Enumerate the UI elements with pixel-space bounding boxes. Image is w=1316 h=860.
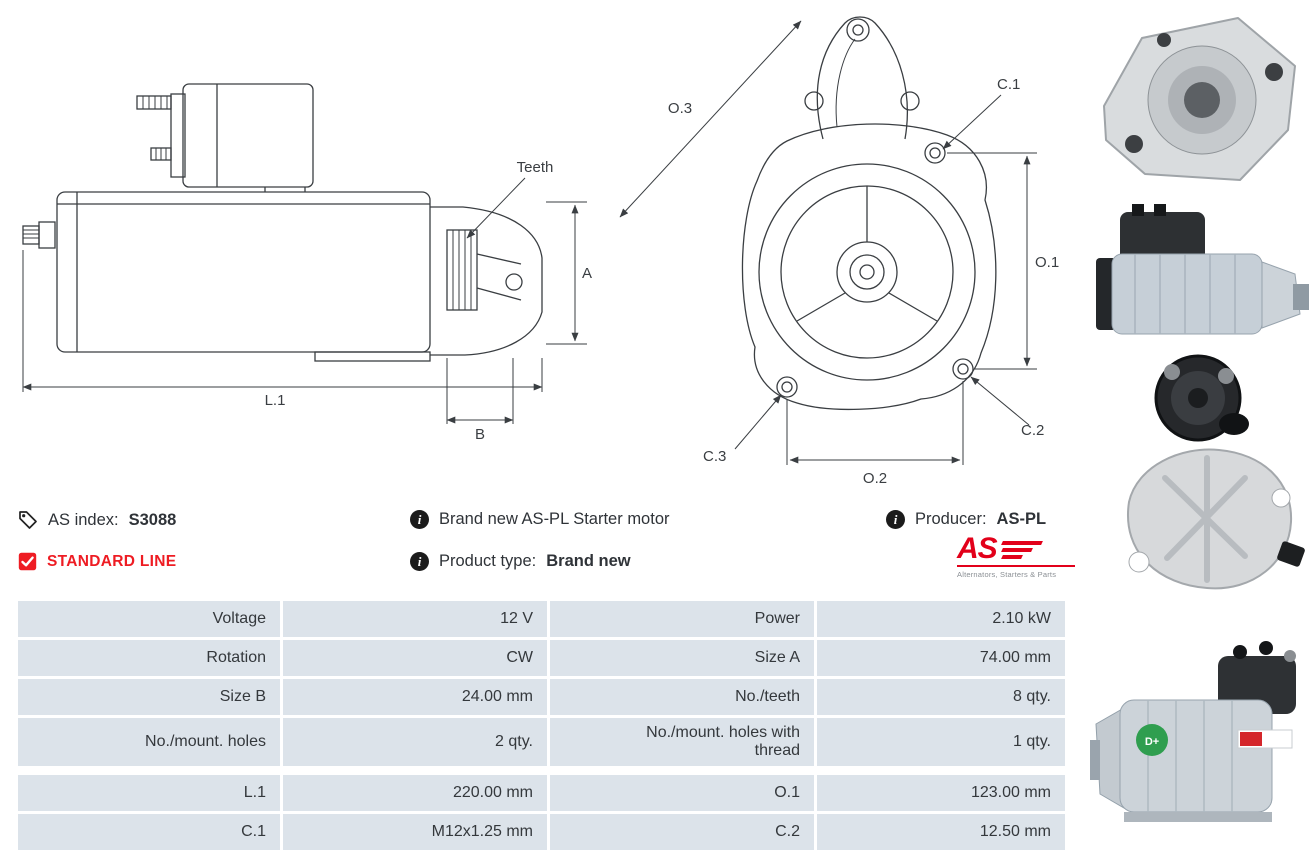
producer-row: i Producer: AS-PL xyxy=(886,510,1046,529)
product-type-label: Product type: xyxy=(439,552,537,570)
spec-value: 123.00 mm xyxy=(817,775,1065,811)
spec-label: Rotation xyxy=(18,640,280,676)
spec-label: No./mount. holes xyxy=(18,718,280,766)
dimension-label-o3: O.3 xyxy=(668,100,692,117)
spec-label: C.2 xyxy=(550,814,814,850)
spec-label: Voltage xyxy=(18,601,280,637)
logo-tagline: Alternators, Starters & Parts xyxy=(957,570,1057,579)
product-description: Brand new AS-PL Starter motor xyxy=(439,510,670,528)
dimension-label-l1: L.1 xyxy=(265,392,286,409)
as-index-value: S3088 xyxy=(128,510,177,529)
product-photo-front-view xyxy=(1103,17,1296,181)
dimension-label-c1: C.1 xyxy=(997,76,1020,93)
info-icon: i xyxy=(410,552,429,571)
dimension-label-o1: O.1 xyxy=(1035,254,1059,271)
spec-label: L.1 xyxy=(18,775,280,811)
spec-value: 12 V xyxy=(283,601,547,637)
product-type-value: Brand new xyxy=(546,552,631,570)
dimension-label-c2: C.2 xyxy=(1021,422,1044,439)
description-row: i Brand new AS-PL Starter motor xyxy=(410,510,670,529)
starter-side-outline xyxy=(22,83,543,362)
as-pl-logo-mark: AS xyxy=(957,532,1075,565)
tag-icon xyxy=(19,511,37,529)
spec-value: 12.50 mm xyxy=(817,814,1065,850)
side-dimension-lines xyxy=(22,177,587,424)
spec-value: 2.10 kW xyxy=(817,601,1065,637)
product-photo-solenoid xyxy=(1154,354,1249,442)
spec-label: Size B xyxy=(18,679,280,715)
starter-front-outline xyxy=(741,16,997,411)
logo-stripes xyxy=(1000,541,1043,559)
table-row: Rotation CW Size A 74.00 mm xyxy=(18,640,1065,676)
front-view-drawing: O.3 C.1 O.1 C.3 O.2 C.2 xyxy=(619,16,1059,487)
spec-label: C.1 xyxy=(18,814,280,850)
dimension-label-c3: C.3 xyxy=(703,448,726,465)
product-type-row: i Product type: Brand new xyxy=(410,552,631,571)
spec-label: No./mount. holes with thread xyxy=(550,718,814,766)
info-icon: i xyxy=(886,510,905,529)
dimension-label-b: B xyxy=(475,426,485,443)
logo-rule xyxy=(957,565,1075,567)
producer-label: Producer: xyxy=(915,510,987,528)
spec-table: Voltage 12 V Power 2.10 kW Rotation CW S… xyxy=(18,601,1065,850)
spec-value: 220.00 mm xyxy=(283,775,547,811)
spec-value: 74.00 mm xyxy=(817,640,1065,676)
photo-badge-dplus: D+ xyxy=(1145,736,1159,748)
spec-value: 1 qty. xyxy=(817,718,1065,766)
as-index-row: AS index: S3088 xyxy=(18,510,176,530)
dimension-label-a: A xyxy=(582,265,592,282)
as-index-label: AS index: xyxy=(48,510,119,529)
standard-line-row: STANDARD LINE xyxy=(18,552,176,571)
as-pl-logo: AS Alternators, Starters & Parts xyxy=(957,532,1075,579)
dimension-label-o2: O.2 xyxy=(863,470,887,487)
table-row: No./mount. holes 2 qty. No./mount. holes… xyxy=(18,718,1065,766)
spec-value: M12x1.25 mm xyxy=(283,814,547,850)
front-dimension-lines xyxy=(619,20,1037,465)
checkbox-checked-icon xyxy=(18,552,37,571)
dimension-label-teeth: Teeth xyxy=(517,159,554,176)
spec-value: 8 qty. xyxy=(817,679,1065,715)
spec-label: Size A xyxy=(550,640,814,676)
spec-label: O.1 xyxy=(550,775,814,811)
spec-label: No./teeth xyxy=(550,679,814,715)
spec-value: 2 qty. xyxy=(283,718,547,766)
product-photo-side-view-2: D+ xyxy=(1090,641,1296,822)
logo-as-text: AS xyxy=(957,532,998,565)
spec-value: CW xyxy=(283,640,547,676)
table-row: Voltage 12 V Power 2.10 kW xyxy=(18,601,1065,637)
product-photo-end-cover xyxy=(1126,448,1305,590)
spec-value: 24.00 mm xyxy=(283,679,547,715)
table-row: L.1 220.00 mm O.1 123.00 mm xyxy=(18,775,1065,811)
standard-line-label: STANDARD LINE xyxy=(47,552,177,570)
side-view-drawing: Teeth A L.1 B xyxy=(22,83,592,443)
spec-label: Power xyxy=(550,601,814,637)
producer-value: AS-PL xyxy=(996,510,1047,528)
product-photo-side-view xyxy=(1096,204,1309,335)
table-row: Size B 24.00 mm No./teeth 8 qty. xyxy=(18,679,1065,715)
info-icon: i xyxy=(410,510,429,529)
table-row: C.1 M12x1.25 mm C.2 12.50 mm xyxy=(18,814,1065,850)
